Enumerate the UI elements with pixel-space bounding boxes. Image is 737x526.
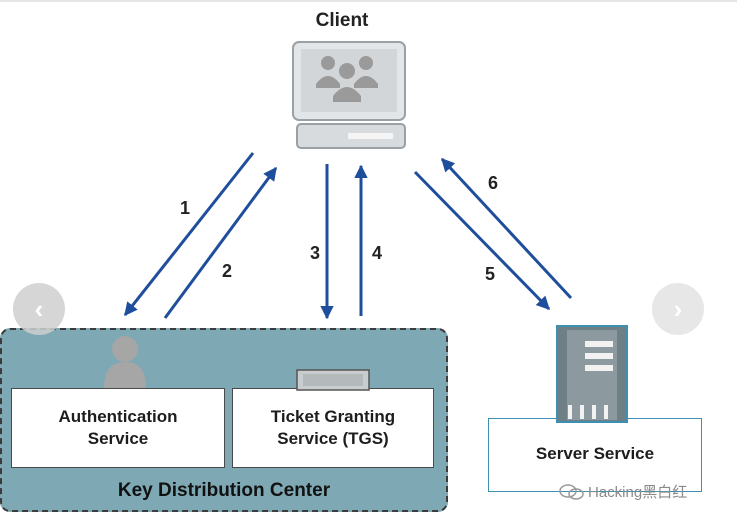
tgs-service-line1: Ticket Granting xyxy=(270,407,396,426)
arrow-step-1 xyxy=(123,152,255,317)
chevron-left-icon: ‹ xyxy=(34,293,44,324)
server-service-label: Server Service xyxy=(535,444,655,463)
auth-service-line1: Authentication xyxy=(58,407,178,426)
tgs-service-line2: Service (TGS) xyxy=(277,429,389,448)
carousel-next-button[interactable]: › xyxy=(652,283,704,335)
ticket-icon xyxy=(296,369,370,391)
step-number-2: 2 xyxy=(222,261,233,281)
watermark: Hacking黑白红 xyxy=(558,481,687,502)
client-label: Client xyxy=(315,10,369,31)
step-number-4: 4 xyxy=(372,243,383,263)
arrow-step-2 xyxy=(163,166,278,319)
watermark-text: Hacking黑白红 xyxy=(588,484,688,501)
tgs-service-box: Ticket Granting Service (TGS) xyxy=(232,388,434,468)
auth-service-line2: Service xyxy=(87,429,149,448)
top-divider xyxy=(0,0,737,2)
authentication-service-box: Authentication Service xyxy=(11,388,225,468)
users-group-icon xyxy=(316,56,378,102)
step-number-1: 1 xyxy=(180,198,191,218)
person-icon xyxy=(104,336,146,388)
arrow-step-6 xyxy=(440,157,573,300)
wechat-icon xyxy=(559,483,584,500)
server-service-box xyxy=(488,418,702,492)
carousel-prev-button[interactable]: ‹ xyxy=(13,283,65,335)
server-tower-icon xyxy=(556,325,628,423)
step-number-6: 6 xyxy=(488,173,499,193)
arrow-step-5 xyxy=(413,170,551,311)
client-computer-icon xyxy=(292,41,406,149)
chevron-right-icon: › xyxy=(673,293,683,324)
kdc-label: Key Distribution Center xyxy=(117,480,331,501)
step-number-3: 3 xyxy=(310,243,321,263)
step-number-5: 5 xyxy=(485,264,496,284)
